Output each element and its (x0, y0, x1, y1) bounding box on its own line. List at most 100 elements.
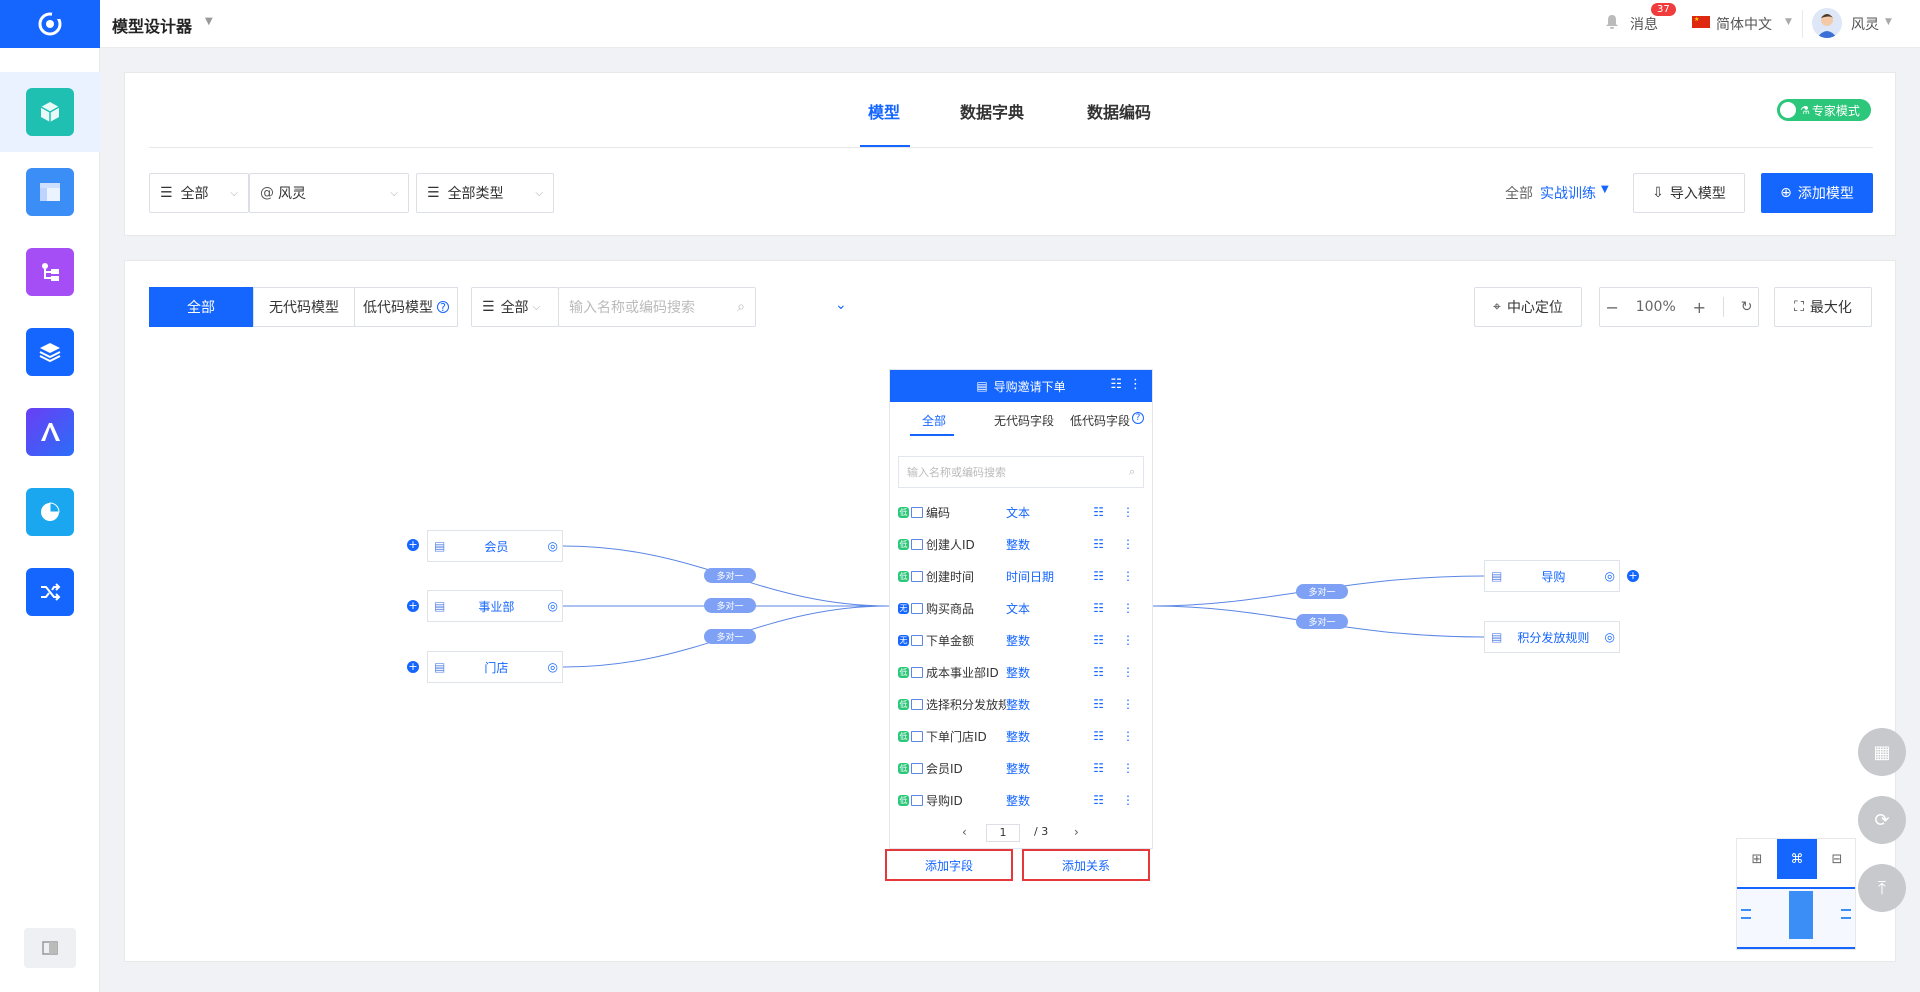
tab-data-encoding[interactable]: 数据编码 (1087, 103, 1152, 122)
next-page-button[interactable]: › (1074, 825, 1079, 839)
settings-sliders-icon[interactable]: ☷ (1110, 377, 1122, 392)
back-to-top-button[interactable]: ⤒ (1858, 864, 1906, 912)
add-field-button[interactable]: 添加字段 (885, 849, 1013, 881)
bell-icon[interactable] (1605, 14, 1619, 34)
add-model-button[interactable]: ⊕ 添加模型 (1761, 173, 1873, 213)
zoom-out-button[interactable]: − (1605, 297, 1619, 317)
page-input[interactable]: 1 (986, 824, 1020, 842)
sync-button[interactable]: ⟳ (1858, 796, 1906, 844)
add-node-button[interactable]: + (1627, 569, 1639, 582)
user-name[interactable]: 风灵 (1851, 17, 1879, 33)
layout-tree-icon[interactable]: ⊞ (1751, 851, 1763, 867)
sidebar-collapse-button[interactable] (24, 928, 76, 968)
field-tab-lowcode[interactable]: 低代码字段 (1070, 414, 1131, 428)
reset-icon[interactable]: ↻ (1740, 299, 1753, 315)
tab-data-dictionary[interactable]: 数据字典 (960, 103, 1025, 122)
settings-sliders-icon[interactable]: ☷ (1093, 601, 1104, 615)
locate-icon[interactable]: ◎ (1604, 569, 1615, 583)
calculator-button[interactable]: ▦ (1858, 728, 1906, 776)
more-vertical-icon[interactable]: ⋮ (1122, 761, 1134, 775)
field-tab-all[interactable]: 全部 (922, 414, 947, 428)
locate-icon[interactable]: ◎ (547, 539, 558, 553)
model-tab-lowcode[interactable]: 低代码模型 ? (354, 287, 458, 327)
more-vertical-icon[interactable]: ⋮ (1122, 505, 1134, 519)
help-icon[interactable]: ? (437, 301, 449, 314)
settings-sliders-icon[interactable]: ☷ (1093, 569, 1104, 583)
type-select[interactable]: ☰ 全部类型 ⌵ (416, 173, 554, 213)
minimap-viewport[interactable] (1789, 891, 1813, 939)
settings-sliders-icon[interactable]: ☷ (1093, 633, 1104, 647)
relation-tag[interactable]: 多对一 (1296, 584, 1348, 599)
relation-tag[interactable]: 多对一 (704, 629, 756, 644)
more-vertical-icon[interactable]: ⋮ (1122, 697, 1134, 711)
more-vertical-icon[interactable]: ⋮ (1129, 377, 1142, 392)
avatar[interactable] (1812, 8, 1842, 38)
sidebar-item-model[interactable] (0, 72, 100, 152)
sidebar-item-layers[interactable] (0, 312, 100, 392)
settings-sliders-icon[interactable]: ☷ (1093, 761, 1104, 775)
search-scope-select[interactable]: ☰ 全部 ⌵ (471, 287, 559, 327)
node-store[interactable]: ▤ 门店 ◎ (427, 651, 563, 683)
layout-mirror-icon[interactable]: ⊟ (1831, 851, 1843, 867)
field-row[interactable]: 无购买商品文本☷⋮ (898, 592, 1148, 624)
language-chevron-icon[interactable]: ▼ (1785, 17, 1792, 27)
field-row[interactable]: 低编码文本☷⋮ (898, 496, 1148, 528)
import-model-button[interactable]: ⇩ 导入模型 (1633, 173, 1745, 213)
more-vertical-icon[interactable]: ⋮ (1122, 569, 1134, 583)
relation-tag[interactable]: 多对一 (704, 598, 756, 613)
model-tab-all[interactable]: 全部 (149, 287, 253, 327)
relation-tag[interactable]: 多对一 (704, 568, 756, 583)
more-vertical-icon[interactable]: ⋮ (1122, 537, 1134, 551)
center-locate-button[interactable]: ⌖ 中心定位 (1474, 287, 1582, 327)
add-node-button[interactable]: + (407, 599, 419, 612)
sidebar-item-flow[interactable] (0, 232, 100, 312)
add-node-button[interactable]: + (407, 538, 419, 551)
field-tab-nocode[interactable]: 无代码字段 (994, 414, 1055, 428)
node-points-rule[interactable]: ▤ 积分发放规则 ◎ (1484, 621, 1620, 653)
more-vertical-icon[interactable]: ⋮ (1122, 793, 1134, 807)
language-select[interactable]: 简体中文 (1716, 17, 1772, 33)
node-division[interactable]: ▤ 事业部 ◎ (427, 590, 563, 622)
node-guide[interactable]: ▤ 导购 ◎ (1484, 560, 1620, 592)
settings-sliders-icon[interactable]: ☷ (1093, 793, 1104, 807)
more-vertical-icon[interactable]: ⋮ (1122, 729, 1134, 743)
expert-mode-toggle[interactable]: ⚗ 专家模式 (1777, 99, 1871, 121)
field-row[interactable]: 低选择积分发放规整数☷⋮ (898, 688, 1148, 720)
add-node-button[interactable]: + (407, 660, 419, 673)
sidebar-item-ai[interactable] (0, 392, 100, 472)
more-vertical-icon[interactable]: ⋮ (1122, 633, 1134, 647)
settings-sliders-icon[interactable]: ☷ (1093, 729, 1104, 743)
field-search-input[interactable]: 输入名称或编码搜索 ⌕ (898, 456, 1144, 488)
more-vertical-icon[interactable]: ⋮ (1122, 665, 1134, 679)
env-caret-icon[interactable]: ▼ (1601, 184, 1609, 195)
app-logo[interactable] (0, 0, 100, 48)
model-tab-nocode[interactable]: 无代码模型 (253, 287, 355, 327)
minimap-view[interactable] (1737, 887, 1855, 949)
prev-page-button[interactable]: ‹ (962, 825, 967, 839)
help-icon[interactable]: ? (1132, 412, 1144, 424)
owner-select[interactable]: @ 风灵 ⌵ (249, 173, 409, 213)
zoom-in-button[interactable]: + (1692, 297, 1707, 317)
relation-tag[interactable]: 多对一 (1296, 614, 1348, 629)
search-input[interactable]: 输入名称或编码搜索 ⌕ (558, 287, 756, 327)
sidebar-item-layout[interactable] (0, 152, 100, 232)
sidebar-item-chart[interactable] (0, 472, 100, 552)
node-member[interactable]: ▤ 会员 ◎ (427, 530, 563, 562)
locate-icon[interactable]: ◎ (547, 599, 558, 613)
field-row[interactable]: 低创建时间时间日期☷⋮ (898, 560, 1148, 592)
add-relation-button[interactable]: 添加关系 (1022, 849, 1150, 881)
more-vertical-icon[interactable]: ⋮ (1122, 601, 1134, 615)
env-select[interactable]: 实战训练 (1540, 186, 1596, 202)
expand-filter-icon[interactable]: ⌄ (835, 297, 847, 313)
settings-sliders-icon[interactable]: ☷ (1093, 697, 1104, 711)
chevron-down-icon[interactable]: ▼ (205, 16, 213, 27)
user-chevron-icon[interactable]: ▼ (1885, 17, 1892, 27)
settings-sliders-icon[interactable]: ☷ (1093, 537, 1104, 551)
tab-model[interactable]: 模型 (868, 103, 901, 122)
field-row[interactable]: 无下单金额整数☷⋮ (898, 624, 1148, 656)
